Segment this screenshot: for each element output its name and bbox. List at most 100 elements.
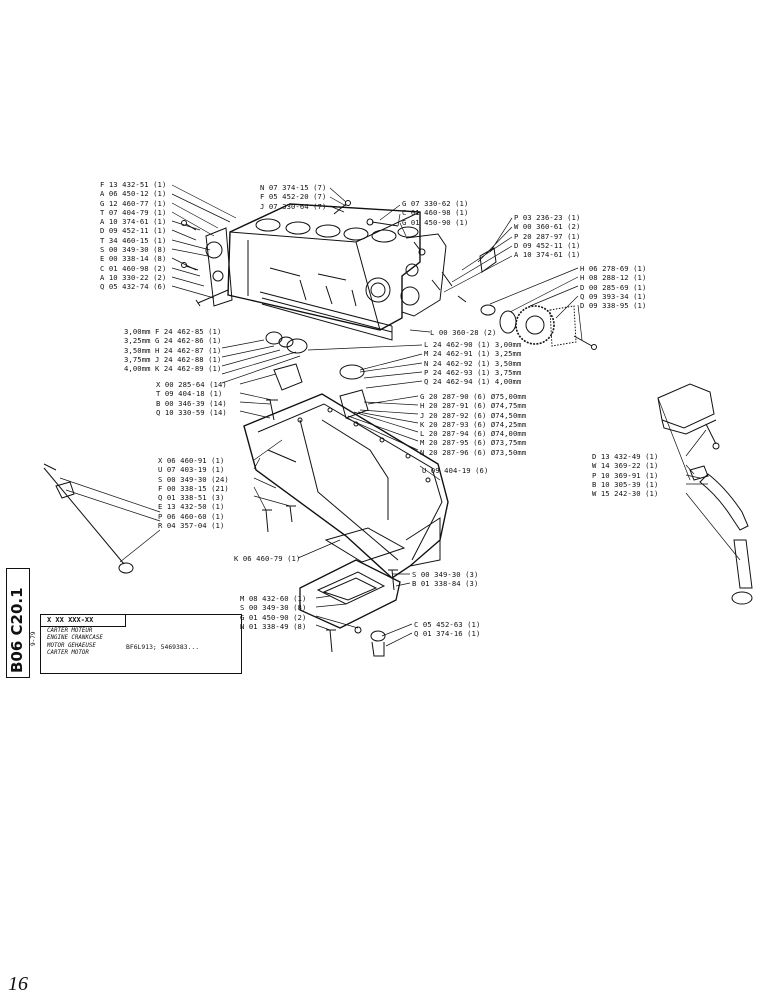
part-label: S 00 349-30 (8) (240, 603, 307, 613)
part-label: Q 01 338-51 (3) (158, 493, 225, 503)
title-code: X XX XXX-XX (41, 615, 126, 627)
labels-mid-right-a: L 00 360-28 (2) (430, 328, 496, 337)
part-label: U 07 403-19 (1) (158, 465, 225, 475)
part-label: S 00 349-30 (8) (100, 245, 167, 255)
part-label: Q 09 393-34 (1) (580, 291, 647, 301)
labels-mid-right-b: L 24 462-90 (1) 3,00mm M 24 462-91 (1) 3… (424, 340, 521, 386)
labels-top-left: F 13 432-51 (1) A 06 450-12 (1) G 12 460… (100, 180, 166, 292)
part-label: B 00 346-39 (14) (156, 398, 227, 408)
part-label: L 00 360-28 (2) (430, 328, 497, 337)
part-label: E 00 338-14 (8) (100, 254, 167, 264)
part-label: J 20 287-92 (6) Ø74,50mm (420, 410, 527, 420)
part-label: P 10 369-91 (1) (592, 470, 659, 480)
part-label: G 12 460-77 (1) (100, 198, 167, 208)
part-label: M 08 432-60 (1) (240, 594, 307, 603)
part-label: Q 05 432-74 (6) (100, 282, 167, 292)
part-label: F 00 338-15 (21) (158, 483, 229, 493)
part-label: N 07 374-15 (7) (260, 183, 327, 192)
breather-drawing (657, 383, 753, 605)
part-label: W 15 242-30 (1) (592, 489, 659, 499)
part-label: A 10 374-61 (1) (514, 250, 581, 260)
engine-model: BF6L913; 5469383... (126, 643, 200, 651)
part-label: G 01 450-90 (2) (240, 612, 307, 622)
part-label: M 24 462-91 (1) 3,25mm (424, 349, 522, 359)
part-label: D 09 338-95 (1) (580, 301, 647, 311)
part-label: A 10 330-22 (2) (100, 272, 167, 282)
part-label: L 20 287-94 (6) Ø74,00mm (420, 429, 527, 439)
top-bolts-drawing (181, 200, 426, 271)
part-label: T 07 404-79 (1) (100, 207, 167, 217)
part-label: L 24 462-90 (1) 3,00mm (424, 340, 522, 349)
part-label: C 05 452-63 (1) (414, 620, 481, 629)
part-label: Q 10 330-59 (14) (156, 407, 227, 417)
part-label: B 01 338-84 (3) (412, 579, 479, 589)
part-label: P 24 462-93 (1) 3,75mm (424, 367, 522, 377)
title-name: CARTER MOTEUR (47, 628, 93, 634)
part-label: 3,00mm F 24 462-85 (1) (124, 327, 222, 336)
part-label: W 14 369-22 (1) (592, 461, 659, 471)
part-label: F 13 432-51 (1) (100, 180, 167, 189)
part-label: X 00 285-64 (14) (156, 380, 227, 389)
part-label: A 06 450-12 (1) (100, 189, 167, 199)
part-label: K 20 287-93 (6) Ø74,25mm (420, 419, 527, 429)
part-label: J 07 330-64 (7) (260, 201, 327, 211)
part-label: 4,00mm K 24 462-89 (1) (124, 364, 222, 374)
part-label: C 01 460-98 (2) (100, 263, 167, 273)
part-label: G 07 330-62 (1) (402, 199, 469, 208)
title-names: CARTER MOTEUR ENGINE CRANKCASE MOTOR GEH… (47, 628, 103, 657)
sump-cover-drawing (299, 527, 406, 657)
page-number: 16 (8, 973, 28, 995)
labels-top-right-a: G 07 330-62 (1) C 01 460-98 (1) G 01 450… (402, 199, 468, 227)
part-label: H 06 278-69 (1) (580, 264, 647, 273)
labels-gasket: K 06 460-79 (1) (234, 554, 300, 563)
part-label: N 24 462-92 (1) 3,50mm (424, 358, 522, 368)
part-label: H 08 288-12 (1) (580, 273, 647, 283)
labels-bottom-left: M 08 432-60 (1) S 00 349-30 (8) G 01 450… (240, 594, 306, 631)
part-label: K 06 460-79 (1) (234, 554, 301, 563)
title-name: ENGINE CRANKCASE (47, 635, 103, 642)
part-label: X 06 460-91 (1) (158, 456, 225, 465)
labels-bottom-right-b: C 05 452-63 (1) Q 01 374-16 (1) (414, 620, 480, 639)
part-label: P 20 287-97 (1) (514, 231, 581, 241)
part-label: Q 24 462-94 (1) 4,00mm (424, 377, 522, 387)
part-label: C 01 460-98 (1) (402, 208, 469, 218)
labels-oilpan-left: X 06 460-91 (1) U 07 403-19 (1) S 00 349… (158, 456, 229, 530)
part-label: F 05 452-20 (7) (260, 192, 327, 202)
section-code: B06 C20.1 (8, 587, 26, 673)
section-code-box: B06 C20.1 (6, 568, 30, 678)
engine-crankcase-drawing (195, 203, 447, 341)
part-label: U 09 404-19 (6) (422, 466, 489, 475)
part-label: 3,50mm H 24 462-87 (1) (124, 345, 222, 355)
part-label: D 13 432-49 (1) (592, 452, 659, 461)
part-label: T 09 404-18 (1) (156, 389, 223, 399)
part-label: B 10 305-39 (1) (592, 479, 659, 489)
part-label: G 01 450-90 (1) (402, 217, 469, 227)
part-label: 3,25mm G 24 462-86 (1) (124, 336, 222, 346)
title-name: MOTOR GEHAEUSE (47, 642, 96, 649)
part-label: N 01 338-49 (8) (240, 621, 307, 631)
title-name: CARTER MOTOR (47, 649, 89, 656)
labels-bearing-shells: 3,00mm F 24 462-85 (1) 3,25mm G 24 462-8… (124, 327, 221, 373)
labels-top-right-b: P 03 236-23 (1) W 00 360-61 (2) P 20 287… (514, 213, 580, 259)
part-label: R 04 357-04 (1) (158, 521, 225, 531)
labels-top-right-c: H 06 278-69 (1) H 08 288-12 (1) D 00 285… (580, 264, 646, 310)
bearing-shells-drawing (265, 331, 369, 421)
labels-oilpan-right: U 09 404-19 (6) (422, 466, 488, 475)
part-label: D 00 285-69 (1) (580, 282, 647, 292)
section-date: 9-79 (30, 631, 37, 646)
part-label: H 20 287-91 (6) Ø74,75mm (420, 401, 527, 411)
part-label: D 09 452-11 (1) (514, 240, 581, 250)
part-label: T 34 460-15 (1) (100, 235, 167, 245)
part-label: W 00 360-61 (2) (514, 222, 581, 232)
part-label: E 13 432-50 (1) (158, 502, 225, 512)
leader-lines (59, 184, 741, 647)
labels-bottom-right-a: S 00 349-30 (3) B 01 338-84 (3) (412, 570, 478, 589)
title-block: X XX XXX-XX CARTER MOTEUR ENGINE CRANKCA… (40, 614, 242, 674)
part-label: 3,75mm J 24 462-88 (1) (124, 354, 222, 364)
labels-breather: D 13 432-49 (1) W 14 369-22 (1) P 10 369… (592, 452, 658, 498)
part-label: Q 01 374-16 (1) (414, 629, 481, 639)
part-label: S 00 349-30 (3) (412, 570, 479, 579)
part-label: A 10 374-61 (1) (100, 217, 167, 227)
part-label: N 20 287-96 (6) Ø73,50mm (420, 447, 527, 457)
labels-mid-right-c: G 20 287-90 (6) Ø75,00mm H 20 287-91 (6)… (420, 392, 526, 457)
